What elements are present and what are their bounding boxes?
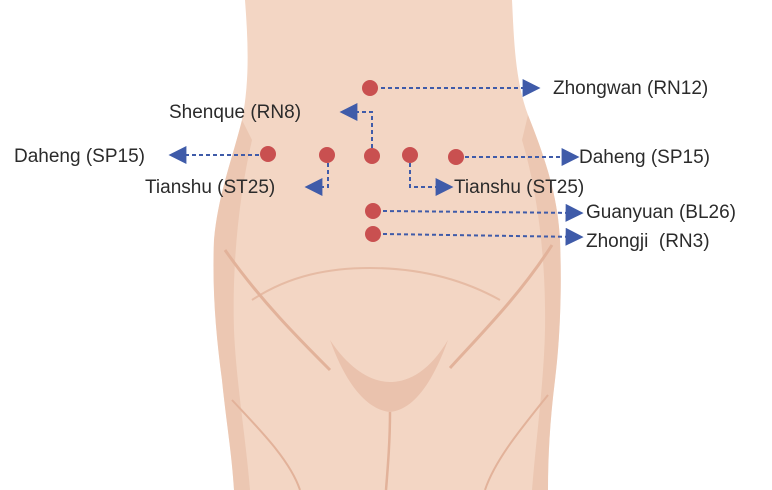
label-daheng-left: Daheng (SP15) [14,146,145,167]
torso-body [213,0,560,490]
label-guanyuan: Guanyuan (BL26) [586,202,736,223]
label-tianshu-right: Tianshu (ST25) [454,177,584,198]
point-daheng-right[interactable] [448,149,464,165]
point-guanyuan[interactable] [365,203,381,219]
point-tianshu-left[interactable] [319,147,335,163]
point-daheng-left[interactable] [260,146,276,162]
label-daheng-right: Daheng (SP15) [579,147,710,168]
point-tianshu-right[interactable] [402,147,418,163]
point-zhongji[interactable] [365,226,381,242]
point-shenque[interactable] [364,148,380,164]
label-zhongji: Zhongji (RN3) [586,231,710,252]
label-zhongwan: Zhongwan (RN12) [553,78,708,99]
label-shenque: Shenque (RN8) [169,102,301,123]
label-tianshu-left: Tianshu (ST25) [145,177,275,198]
torso-illustration [213,0,560,490]
point-zhongwan[interactable] [362,80,378,96]
